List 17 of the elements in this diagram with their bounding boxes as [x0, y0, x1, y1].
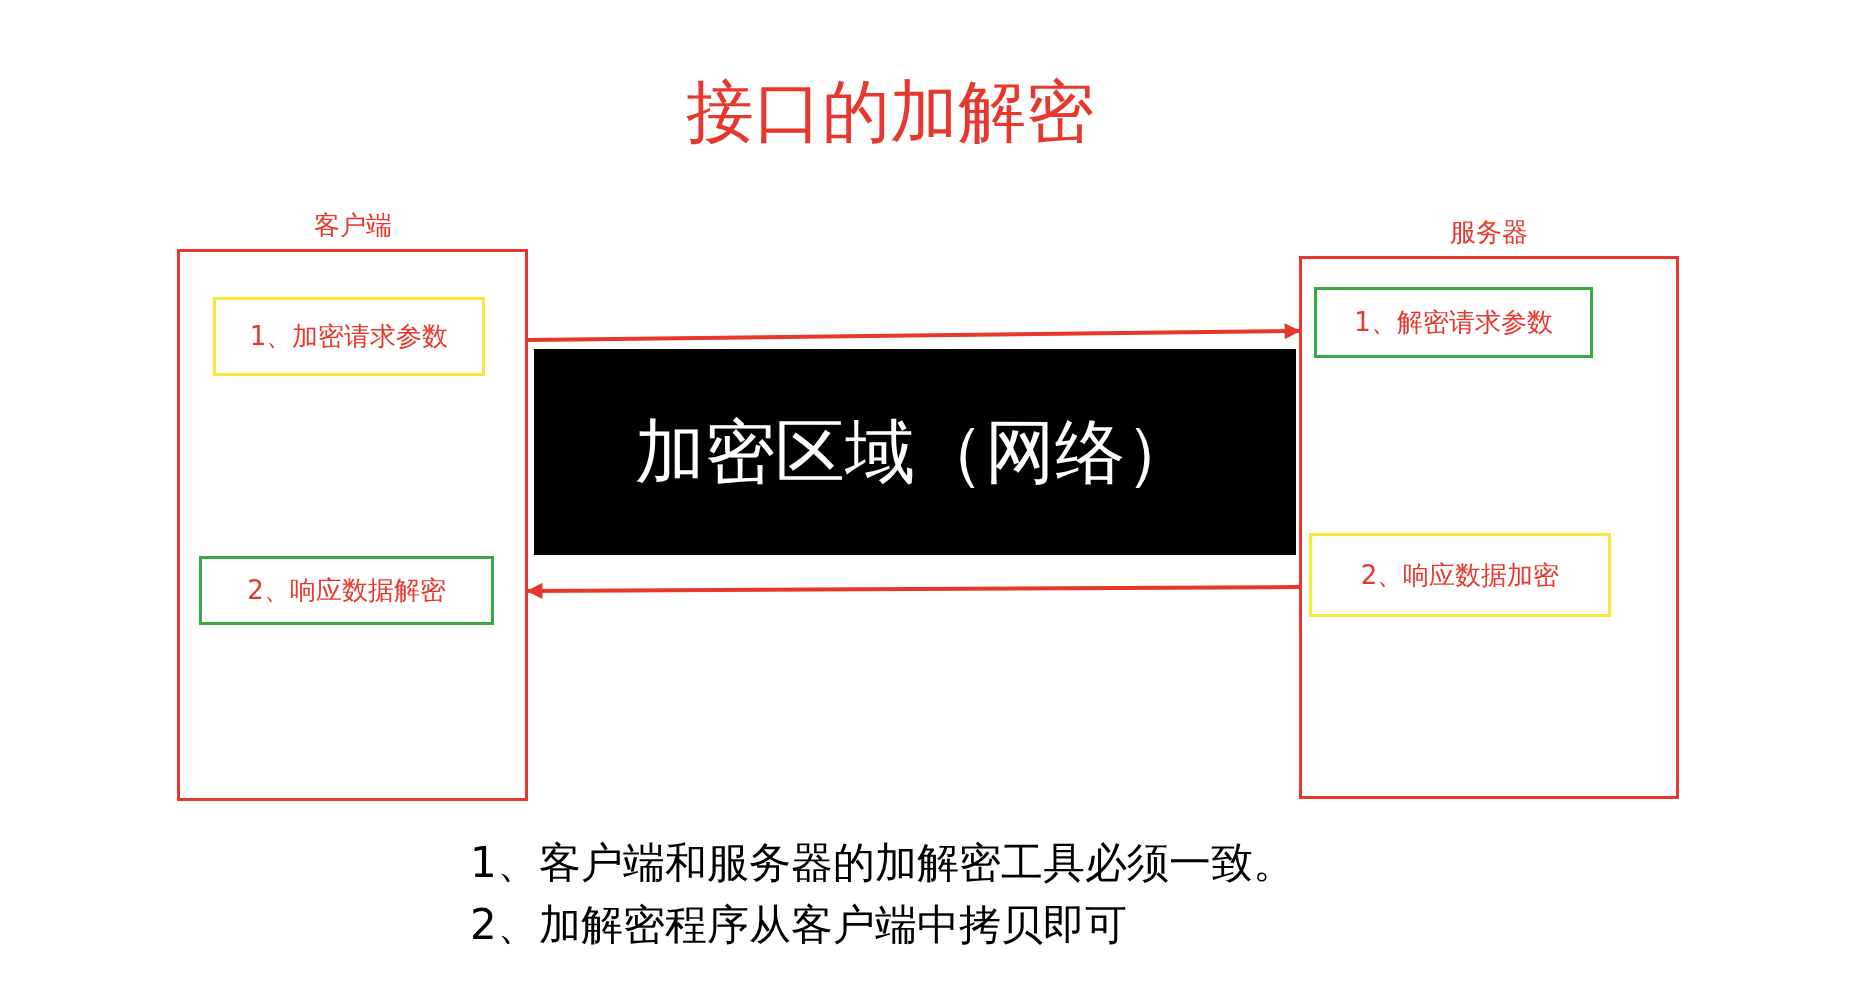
step-box — [1314, 287, 1593, 358]
box-heading: 客户端 — [312, 209, 393, 242]
step-box — [1309, 533, 1611, 617]
note-text: 1、客户端和服务器的加解密工具必须一致。 — [470, 842, 1295, 884]
step-box — [213, 297, 485, 376]
zone-label: 加密区域（网络） — [635, 409, 1195, 495]
arrow — [527, 323, 1301, 342]
step-label: 1、解密请求参数 — [1354, 306, 1553, 339]
step-label: 1、加密请求参数 — [249, 320, 449, 353]
title: 接口的加解密 — [685, 78, 1095, 146]
box-heading: 服务器 — [1449, 216, 1529, 249]
step-label: 2、响应数据解密 — [247, 574, 446, 607]
step-label: 2、响应数据加密 — [1360, 558, 1560, 592]
network-zone-box — [534, 349, 1296, 555]
arrow — [526, 582, 1299, 599]
step-box — [199, 556, 494, 625]
note-text: 2、加解密程序从客户端中拷贝即可 — [470, 904, 1128, 946]
